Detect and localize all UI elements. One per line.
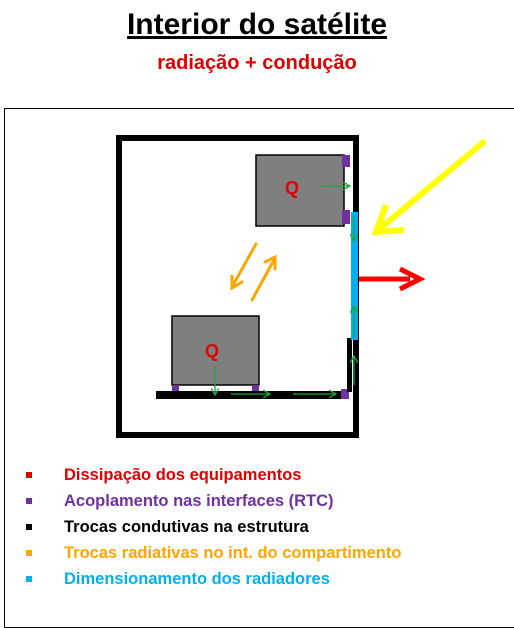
radiator <box>351 212 358 340</box>
heat-label-bottom: Q <box>205 341 219 361</box>
legend-bullet <box>26 576 32 582</box>
legend-label: Dissipação dos equipamentos <box>64 466 302 484</box>
legend-label: Trocas radiativas no int. do compartimen… <box>64 544 402 562</box>
page-subtitle: radiação + condução <box>157 52 357 74</box>
interface-pad-upper-bottom <box>342 210 350 224</box>
solar-arrow <box>375 138 487 234</box>
legend-bullet <box>26 472 32 478</box>
legend-bullet <box>26 550 32 556</box>
interface-pad-lower-left <box>172 385 179 391</box>
legend-bullet <box>26 498 32 504</box>
interface-pad-corner <box>341 389 349 399</box>
page-title: Interior do satélite <box>126 8 388 41</box>
legend-bullet <box>26 524 32 530</box>
legend-label: Acoplamento nas interfaces (RTC) <box>64 492 334 510</box>
interface-pad-lower-right <box>252 385 259 391</box>
vertical-conductor <box>347 338 352 392</box>
equipment-box-upper <box>255 154 345 227</box>
legend-label: Dimensionamento dos radiadores <box>64 570 330 588</box>
legend-label: Trocas condutivas na estrutura <box>64 518 309 536</box>
emission-arrowhead <box>398 266 426 292</box>
heat-label-top: Q <box>285 178 299 198</box>
interface-pad-upper-top <box>342 155 350 167</box>
solar-arrowhead <box>371 203 405 236</box>
base-plate <box>156 391 346 399</box>
radiative-exchange-arrows <box>230 242 277 302</box>
